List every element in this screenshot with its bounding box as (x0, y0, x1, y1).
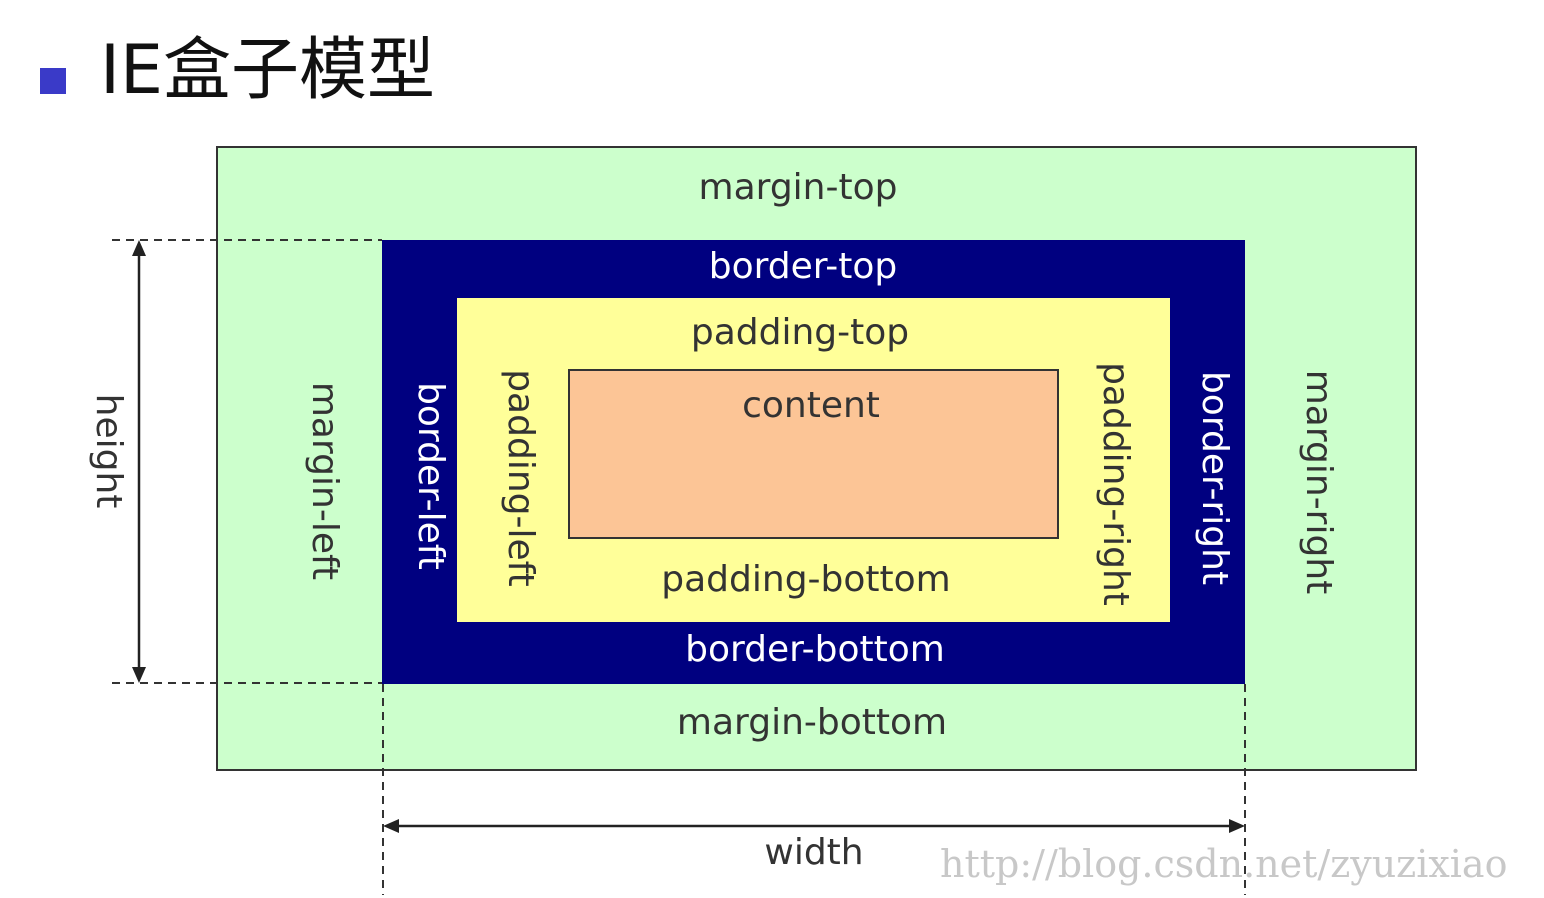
width-arrow-head-right (1229, 819, 1245, 833)
width-label: width (764, 832, 864, 873)
margin-top-label: margin-top (698, 167, 898, 208)
padding-left-label: padding-left (500, 369, 541, 587)
content-area (568, 369, 1059, 539)
margin-right-label: margin-right (1298, 369, 1339, 595)
border-right-label: border-right (1194, 370, 1235, 586)
watermark: http://blog.csdn.net/zyuzixiao (940, 842, 1508, 886)
border-left-label: border-left (410, 382, 451, 570)
margin-bottom-label: margin-bottom (676, 702, 948, 743)
border-top-label: border-top (708, 246, 898, 287)
height-arrow-head-top (132, 240, 146, 256)
padding-top-label: padding-top (690, 312, 910, 353)
content-label: content (742, 385, 880, 426)
padding-right-label: padding-right (1095, 362, 1136, 606)
height-label: height (88, 393, 129, 509)
margin-left-label: margin-left (304, 381, 345, 581)
border-bottom-label: border-bottom (685, 629, 945, 670)
height-arrow-head-bottom (132, 667, 146, 683)
page-title: IE盒子模型 (100, 31, 436, 110)
width-arrow-head-left (383, 819, 399, 833)
title-bullet-icon (40, 68, 66, 94)
padding-bottom-label: padding-bottom (661, 559, 951, 600)
